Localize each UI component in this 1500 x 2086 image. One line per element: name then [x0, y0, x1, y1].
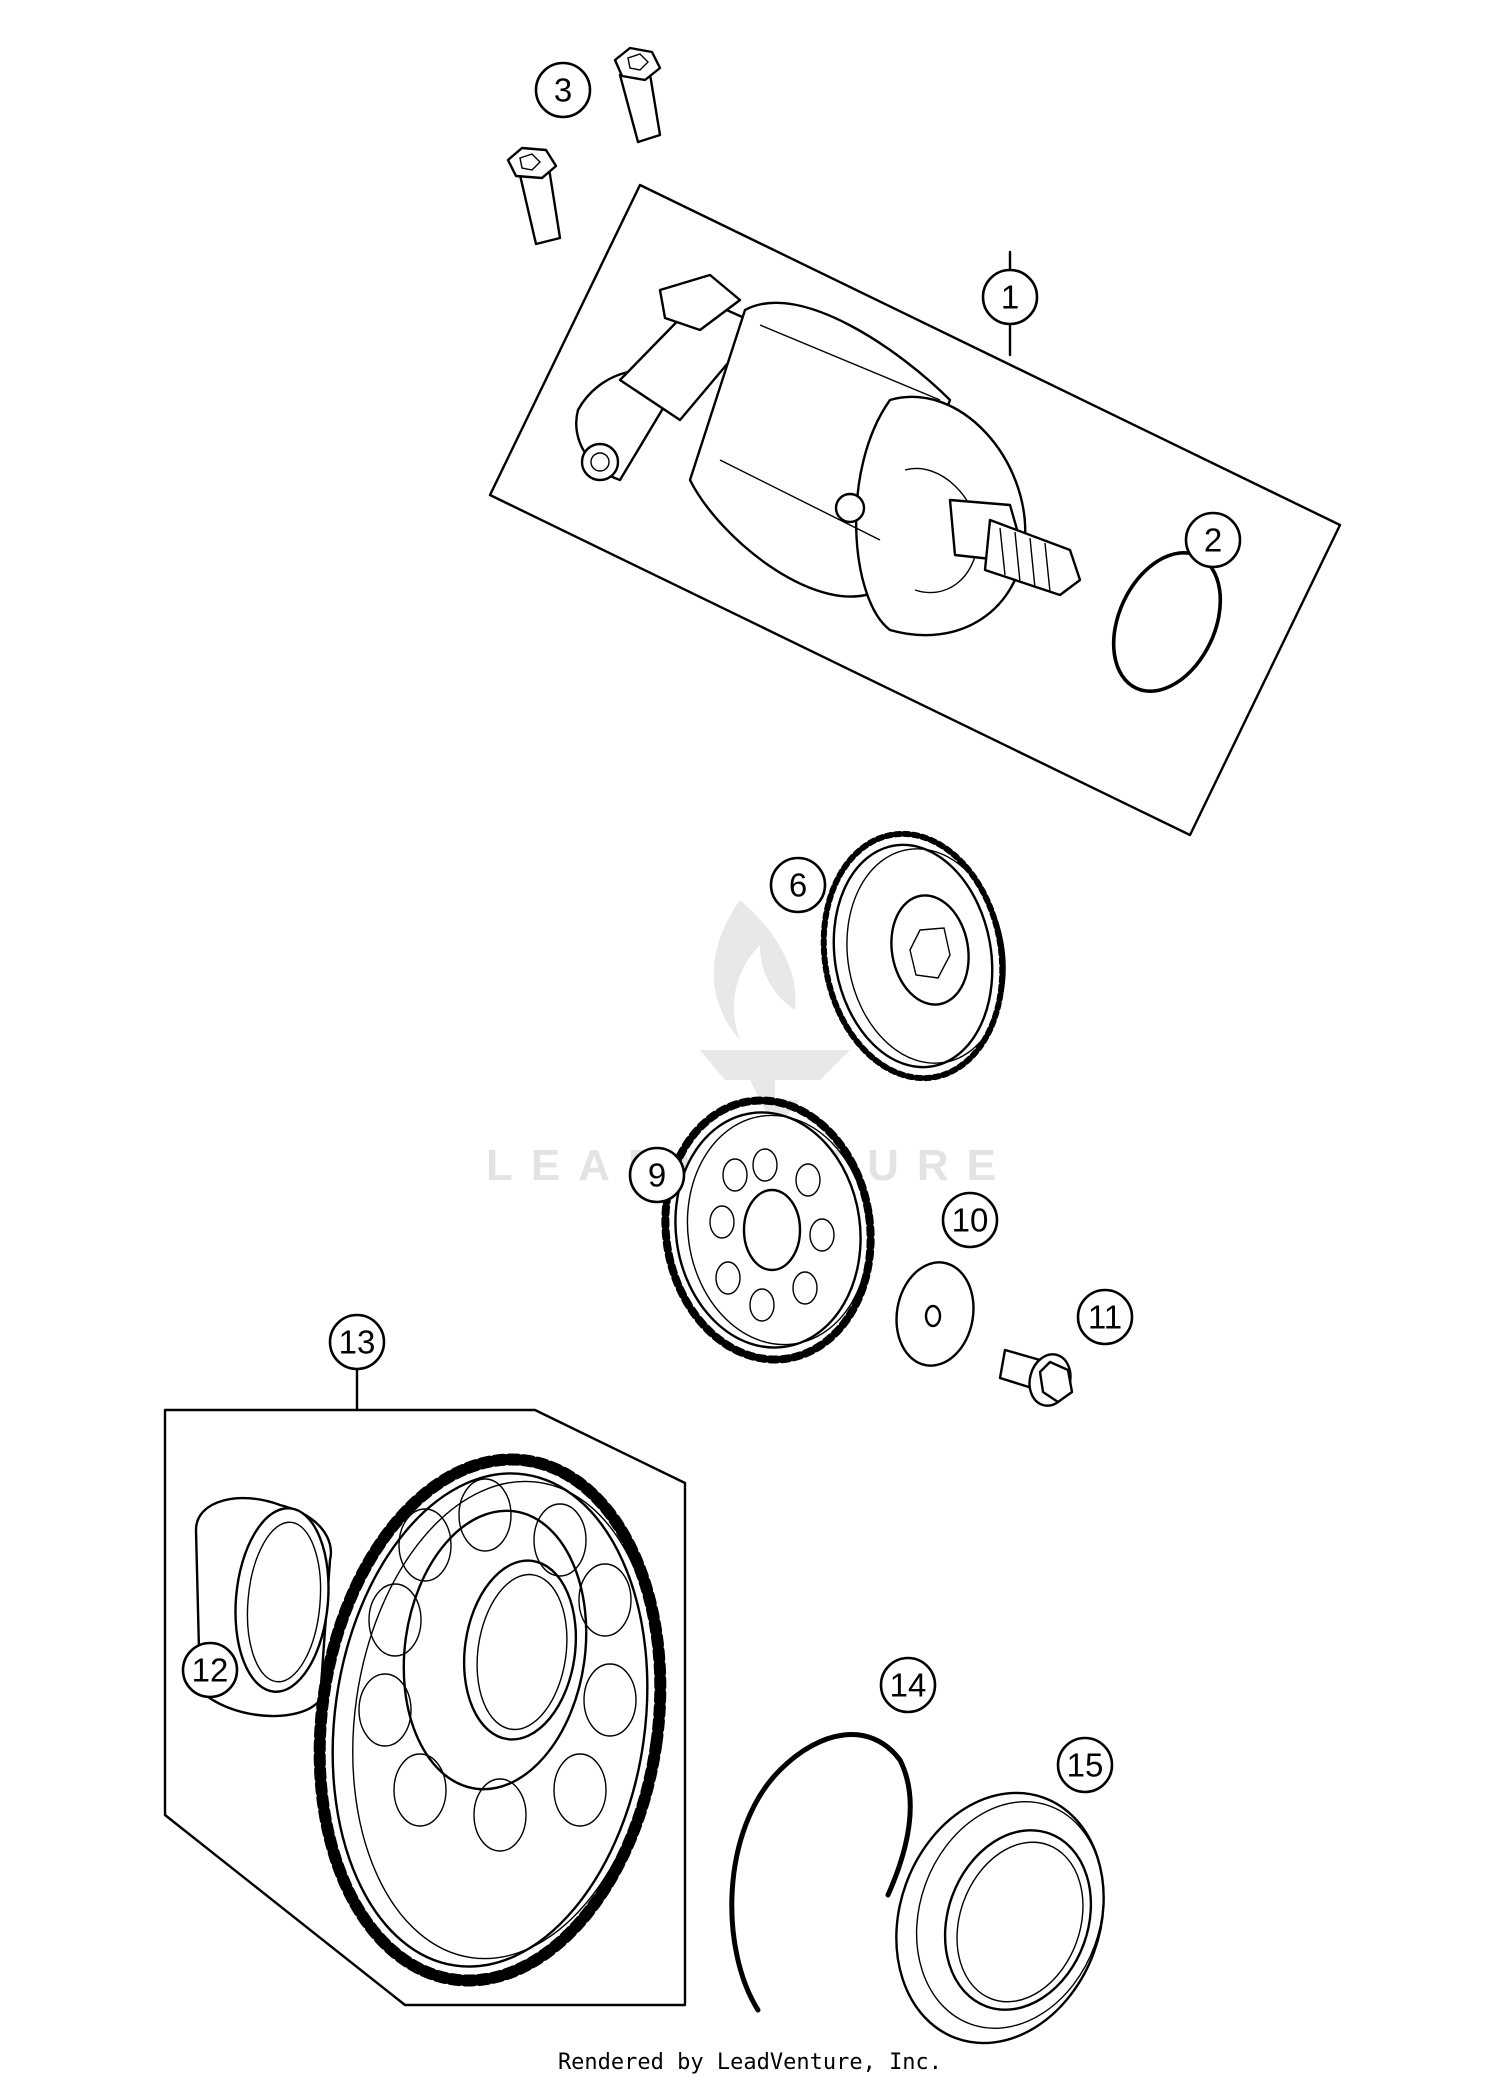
callout-label: 2 [1204, 522, 1222, 559]
callout-1[interactable]: 1 [981, 268, 1039, 326]
washer-part-10 [895, 1261, 975, 1367]
bolt-part-3-upper [613, 46, 662, 144]
retaining-ring-part-14 [729, 1732, 913, 2013]
footer-credit: Rendered by LeadVenture, Inc. [557, 2050, 943, 2075]
starter-motor-kit-frame [488, 183, 1342, 837]
bearing-part-15 [895, 1791, 1105, 2045]
callout-13[interactable]: 13 [328, 1313, 386, 1371]
bolt-part-3-lower [506, 146, 562, 246]
callout-label: 10 [952, 1202, 989, 1239]
callout-9[interactable]: 9 [628, 1146, 686, 1204]
sprocket-part-9 [661, 1096, 875, 1364]
callout-label: 12 [192, 1652, 229, 1689]
callout-2[interactable]: 2 [1184, 511, 1242, 569]
callout-14[interactable]: 14 [879, 1656, 937, 1714]
callout-15[interactable]: 15 [1056, 1736, 1114, 1794]
starter-gear-kit-frame [163, 1408, 687, 2007]
watermark-logo [700, 900, 850, 1130]
flange-bolt-part-11 [998, 1348, 1074, 1407]
starter-motor-part-1 [575, 273, 1082, 637]
callout-label: 13 [339, 1324, 376, 1361]
callout-label: 6 [789, 867, 807, 904]
callout-label: 1 [1001, 279, 1019, 316]
starter-gear-part-13 [313, 1453, 667, 1987]
intermediate-gear-part-6 [820, 830, 1006, 1082]
callout-label: 14 [890, 1667, 927, 1704]
callout-11[interactable]: 11 [1076, 1288, 1134, 1346]
callout-12[interactable]: 12 [181, 1641, 239, 1699]
callout-label: 15 [1067, 1747, 1104, 1784]
callout-3[interactable]: 3 [534, 61, 592, 119]
callout-label: 9 [648, 1157, 666, 1194]
callout-10[interactable]: 10 [941, 1191, 999, 1249]
callout-6[interactable]: 6 [769, 856, 827, 914]
callout-label: 11 [1088, 1299, 1122, 1336]
callout-label: 3 [554, 72, 572, 109]
